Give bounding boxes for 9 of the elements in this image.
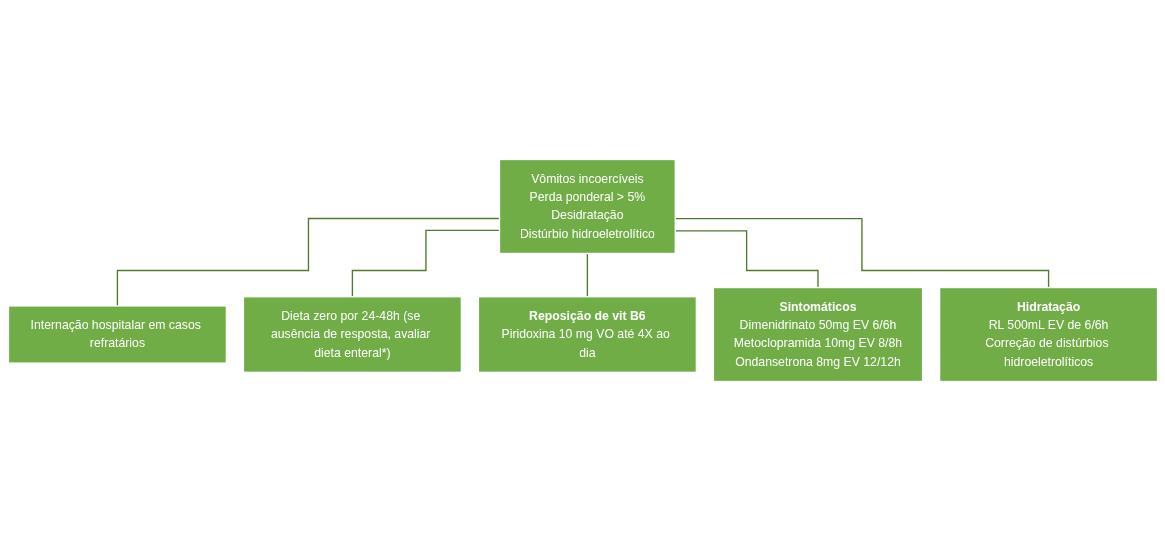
node-box: Sintomáticos Dimenidrinato 50mg EV 6/6h Metoclopramida 10mg EV 8/8h Ondansetrona 8mg EV 12/12h [712,286,923,382]
node-box: Internação hospitalar em casos refratários [7,304,227,364]
connector [674,217,1049,288]
node-box: Dieta zero por 24-48h (se ausência de resposta, avaliar dieta enteral*) [242,295,462,373]
node-box: Reposição de vit B6 Piridoxina 10 mg VO até 4X ao dia [477,295,697,373]
connector [674,229,819,288]
node-box: Vômitos incoercíveis Perda ponderal > 5% Desidratação Distúrbio hidroeletrolítico [498,158,676,254]
connector [586,252,588,297]
node-box: Hidratação RL 500mL EV de 6/6h Correção de distúrbios hidroeletrolíticos [938,286,1158,382]
